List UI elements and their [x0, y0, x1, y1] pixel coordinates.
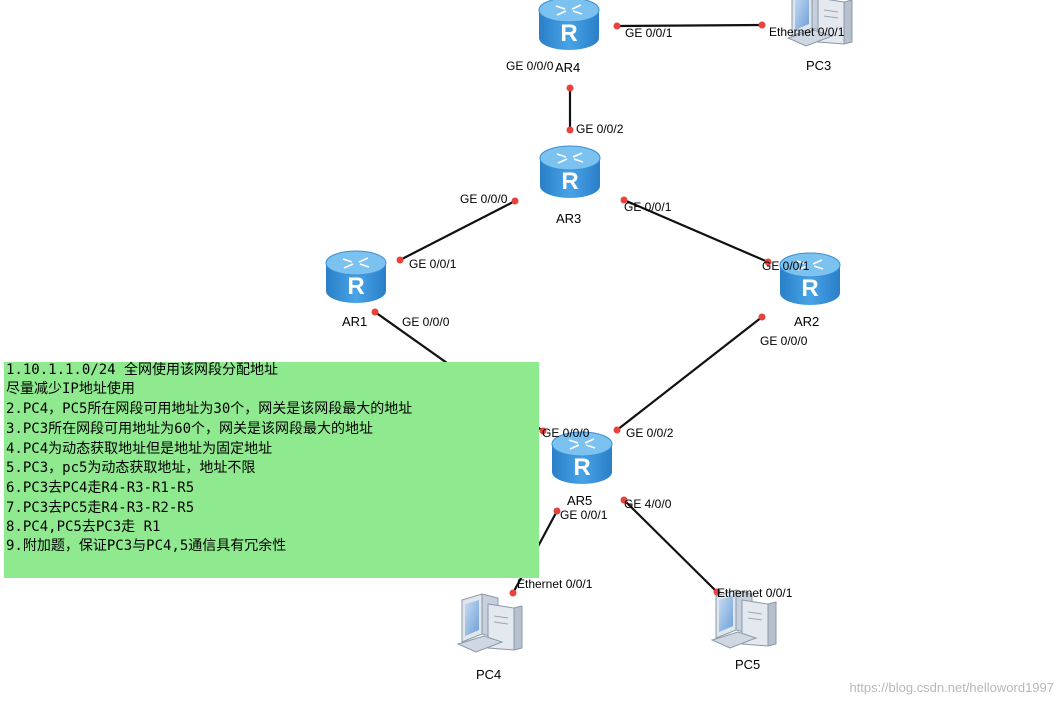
device-name-ar2: AR2 — [794, 314, 820, 329]
device-name-ar1: AR1 — [342, 314, 368, 329]
port-dot — [613, 22, 621, 30]
port-label-ar5-ge000: GE 0/0/0 — [542, 426, 590, 440]
port-label-ar4-ge001: GE 0/0/1 — [625, 26, 673, 40]
device-name-pc5: PC5 — [735, 657, 761, 672]
device-name-ar4: AR4 — [555, 60, 581, 75]
port-label-pc5-eth: Ethernet 0/0/1 — [717, 586, 793, 600]
link-ar4-pc3[interactable] — [616, 23, 763, 28]
port-dot — [620, 196, 628, 204]
pc-icon[interactable] — [787, 0, 853, 47]
port-dot — [509, 589, 517, 597]
link-ar5-pc5[interactable] — [623, 499, 718, 593]
watermark: https://blog.csdn.net/helloword1997 — [849, 680, 1054, 695]
note-line: 7.PC3去PC5走R4-R3-R2-R5 — [6, 500, 195, 516]
port-label-ar3-ge002: GE 0/0/2 — [576, 122, 624, 136]
port-label-ar4-ge000: GE 0/0/0 — [506, 59, 554, 73]
port-dot — [396, 256, 404, 264]
router-icon[interactable] — [539, 145, 601, 199]
router-icon[interactable] — [325, 250, 387, 304]
port-dot — [566, 126, 574, 134]
port-dot — [764, 258, 772, 266]
device-name-ar5: AR5 — [567, 493, 593, 508]
port-dot — [620, 496, 628, 504]
router-icon[interactable] — [538, 0, 600, 51]
port-dot — [539, 427, 547, 435]
port-label-pc4-eth: Ethernet 0/0/1 — [517, 577, 593, 591]
device-name-ar3: AR3 — [556, 211, 582, 226]
port-label-ar2-ge000: GE 0/0/0 — [760, 334, 808, 348]
note-line: 2.PC4，PC5所在网段可用地址为30个，网关是该网段最大的地址 — [6, 401, 413, 417]
port-label-ar1-ge001: GE 0/0/1 — [409, 257, 457, 271]
port-label-ar3-ge001: GE 0/0/1 — [624, 200, 672, 214]
port-label-pc3-eth: Ethernet 0/0/1 — [769, 25, 845, 39]
requirements-note: 1.10.1.1.0/24 全网使用该网段分配地址 尽量减少IP地址使用 2.P… — [4, 362, 539, 578]
note-line: 3.PC3所在网段可用地址为60个，网关是该网段最大的地址 — [6, 421, 373, 437]
port-label-ar5-ge002: GE 0/0/2 — [626, 426, 674, 440]
pc-icon[interactable] — [457, 593, 523, 653]
port-dots — [371, 21, 772, 597]
port-dot — [758, 313, 766, 321]
note-line: 6.PC3去PC4走R4-R3-R1-R5 — [6, 480, 195, 496]
link-ar2-ar5[interactable] — [616, 316, 763, 431]
note-line: 5.PC3，pc5为动态获取地址，地址不限 — [6, 460, 256, 476]
device-name-pc4: PC4 — [476, 667, 502, 682]
port-label-ar1-ge000: GE 0/0/0 — [402, 315, 450, 329]
port-dot — [511, 197, 519, 205]
port-label-ar2-ge001: GE 0/0/1 — [762, 259, 810, 273]
note-line: 4.PC4为动态获取地址但是地址为固定地址 — [6, 441, 273, 457]
port-dot — [566, 84, 574, 92]
note-line: 8.PC4,PC5去PC3走 R1 — [6, 519, 161, 535]
port-label-ar5-ge001: GE 0/0/1 — [560, 508, 608, 522]
port-dot — [758, 21, 766, 29]
port-dot — [553, 507, 561, 515]
note-line: 9.附加题，保证PC3与PC4,5通信具有冗余性 — [6, 538, 287, 554]
port-dot — [613, 426, 621, 434]
port-dot — [371, 308, 379, 316]
link-ar3-ar2[interactable] — [623, 198, 769, 264]
device-name-pc3: PC3 — [806, 58, 832, 73]
port-dot — [713, 588, 721, 596]
port-label-ar5-ge400: GE 4/0/0 — [624, 497, 672, 511]
port-label-ar3-ge000: GE 0/0/0 — [460, 192, 508, 206]
note-line: 1.10.1.1.0/24 全网使用该网段分配地址 — [6, 362, 279, 378]
link-ar3-ar1[interactable] — [399, 200, 516, 261]
note-line: 尽量减少IP地址使用 — [6, 381, 135, 397]
